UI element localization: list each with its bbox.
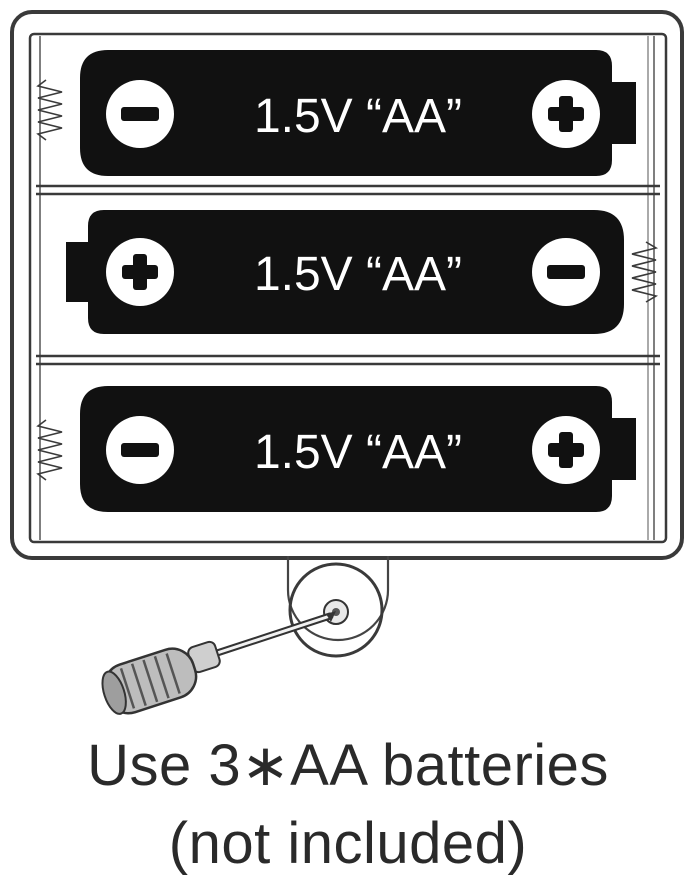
minus-terminal-icon: [106, 416, 174, 484]
plus-terminal-icon: [532, 416, 600, 484]
caption-line-1: Use 3∗AA batteries: [87, 733, 609, 798]
minus-terminal-icon: [106, 80, 174, 148]
battery-label: 1.5V “AA”: [254, 90, 462, 143]
battery-label: 1.5V “AA”: [254, 248, 462, 301]
battery-compartment-diagram: 1.5V “AA” 1.5V “AA” 1.5V “AA”: [10, 10, 684, 715]
battery: 1.5V “AA”: [66, 210, 624, 334]
plus-terminal-icon: [106, 238, 174, 306]
battery: 1.5V “AA”: [80, 50, 636, 176]
spring-contact-icon: [36, 419, 63, 481]
minus-terminal-icon: [532, 238, 600, 306]
screw-tab: [286, 556, 390, 658]
spring-contact-icon: [631, 241, 659, 303]
battery: 1.5V “AA”: [80, 386, 636, 512]
battery-label: 1.5V “AA”: [254, 426, 462, 479]
slot-divider: [36, 354, 660, 366]
slot-divider: [36, 184, 660, 196]
spring-contact-icon: [36, 79, 63, 141]
caption-line-2: (not included): [168, 811, 528, 876]
screwdriver-icon: [101, 611, 336, 715]
plus-terminal-icon: [532, 80, 600, 148]
